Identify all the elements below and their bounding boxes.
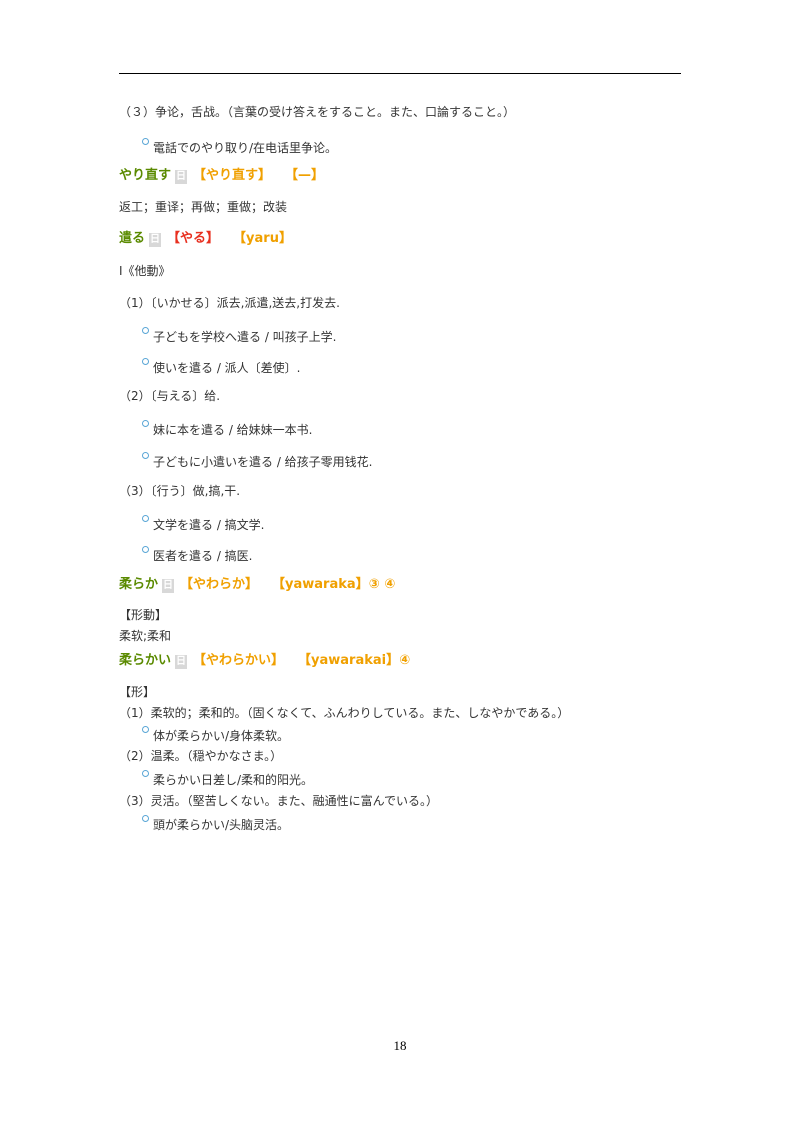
reading: 【yawarakai】④	[298, 653, 411, 668]
example-text: 頭が柔らかい/头脑灵活。	[153, 818, 290, 832]
meaning-line: 柔软;柔和	[119, 629, 172, 643]
kana: 【やる】	[167, 231, 220, 246]
sense-line: （1）〔いかせる〕派去,派遣,送去,打发去.	[119, 296, 340, 310]
bullet-icon	[142, 327, 149, 334]
example-line: 体が柔らかい/身体柔软。	[142, 726, 289, 744]
bullet-icon	[142, 452, 149, 459]
headword: 柔らか	[119, 577, 159, 592]
example-text: 文学を遣る / 搞文学.	[153, 518, 265, 532]
bullet-icon	[142, 770, 149, 777]
example-text: 子どもを学校へ遣る / 叫孩子上学.	[153, 330, 337, 344]
page-number: 18	[393, 1038, 407, 1053]
sense-line: （3）灵活。（堅苦しくない。また、融通性に富んでいる。）	[119, 794, 439, 808]
pos-line: 【形】	[119, 685, 156, 699]
bullet-icon	[142, 726, 149, 733]
bullet-icon	[142, 515, 149, 522]
bullet-icon	[142, 420, 149, 427]
example-line: 使いを遣る / 派人〔差使〕.	[142, 358, 301, 376]
example-line: 電話でのやり取り/在电话里争论。	[142, 138, 337, 156]
headword-yawaraka: 柔らか日【やわらか】【yawaraka】③ ④	[119, 576, 395, 594]
header-rule	[119, 73, 681, 74]
headword: やり直す	[119, 168, 172, 183]
example-line: 妹に本を遣る / 给妹妹一本书.	[142, 420, 313, 438]
kana: 【やり直す】	[193, 168, 272, 183]
example-line: 医者を遣る / 搞医.	[142, 546, 253, 564]
headword: 遣る	[119, 231, 146, 246]
kana: 【やわらか】	[180, 577, 259, 592]
kana: 【やわらかい】	[193, 653, 285, 668]
example-text: 柔らかい日差し/柔和的阳光。	[153, 773, 314, 787]
sense-line: （2）温柔。（穏やかなさま。）	[119, 749, 283, 763]
sense-line: （３）争论，舌战。（言葉の受け答えをすること。また、口論すること。）	[119, 105, 516, 119]
pos-line: 【形動】	[119, 608, 168, 622]
bullet-icon	[142, 815, 149, 822]
bullet-icon	[142, 138, 149, 145]
bullet-icon	[142, 546, 149, 553]
example-text: 使いを遣る / 派人〔差使〕.	[153, 361, 301, 375]
reading: 【—】	[285, 168, 325, 183]
example-line: 頭が柔らかい/头脑灵活。	[142, 815, 289, 833]
example-text: 妹に本を遣る / 给妹妹一本书.	[153, 423, 313, 437]
meaning-line: 返工；重译；再做；重做；改装	[119, 200, 288, 214]
pos-line: Ⅰ《他動》	[119, 264, 171, 278]
sense-line: （1）柔软的；柔和的。（固くなくて、ふんわりしている。また、しなやかである。）	[119, 706, 570, 720]
headword-yarinaosu: やり直す日【やり直す】【—】	[119, 167, 324, 185]
example-text: 体が柔らかい/身体柔软。	[153, 729, 290, 743]
example-line: 柔らかい日差し/柔和的阳光。	[142, 770, 313, 788]
example-line: 文学を遣る / 搞文学.	[142, 515, 265, 533]
headword-yawarakai: 柔らかい日【やわらかい】【yawarakai】④	[119, 652, 410, 670]
jp-badge-icon: 日	[149, 233, 162, 247]
example-text: 医者を遣る / 搞医.	[153, 549, 253, 563]
jp-badge-icon: 日	[175, 170, 188, 184]
example-text: 子どもに小遣いを遣る / 给孩子零用钱花.	[153, 455, 373, 469]
reading: 【yaru】	[233, 231, 292, 246]
example-line: 子どもを学校へ遣る / 叫孩子上学.	[142, 327, 337, 345]
jp-badge-icon: 日	[162, 579, 175, 593]
sense-line: （3）〔行う〕做,搞,干.	[119, 484, 241, 498]
jp-badge-icon: 日	[175, 655, 188, 669]
bullet-icon	[142, 358, 149, 365]
example-text: 電話でのやり取り/在电话里争论。	[153, 141, 338, 155]
example-line: 子どもに小遣いを遣る / 给孩子零用钱花.	[142, 452, 373, 470]
reading: 【yawaraka】③ ④	[272, 577, 396, 592]
sense-line: （2）〔与える〕给.	[119, 389, 221, 403]
headword: 柔らかい	[119, 653, 172, 668]
headword-yaru: 遣る日【やる】【yaru】	[119, 230, 292, 248]
